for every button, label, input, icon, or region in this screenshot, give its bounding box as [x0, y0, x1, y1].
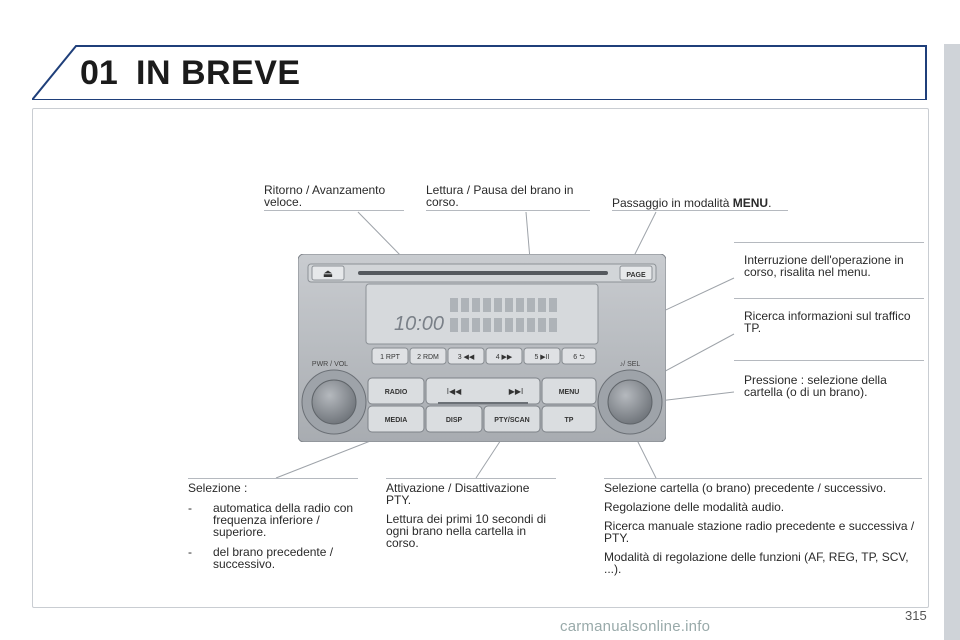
page-title: IN BREVE: [136, 54, 301, 92]
callout-rewind-forward: Ritorno / Avanzamento veloce.: [264, 183, 386, 209]
header-bar: [32, 45, 927, 100]
pty-scan-label: PTY/SCAN: [494, 417, 529, 424]
callout-traffic: Ricerca informazioni sul traffico TP.: [744, 309, 911, 335]
callout-overline: [386, 478, 556, 479]
preset-1-button[interactable]: [371, 347, 409, 365]
page-button[interactable]: [619, 265, 653, 281]
pwr-vol-label: PWR / VOL: [312, 361, 348, 368]
preset-5-button[interactable]: [523, 347, 561, 365]
previous-icon: I◀◀: [447, 387, 462, 396]
callout-selection: Selezione : -automatica della radio con …: [188, 482, 358, 570]
display-segments: [450, 298, 557, 332]
preset-4-label: 4 ▶▶: [496, 354, 513, 361]
list-item: -del brano precedente / successivo.: [188, 545, 334, 571]
menu-label: MENU: [559, 389, 580, 396]
preset-2-label: 2 RDM: [417, 354, 439, 361]
tp-label: TP: [565, 417, 574, 424]
next-icon: ▶▶I: [509, 387, 524, 396]
callout-underline: [612, 210, 788, 211]
preset-3-button[interactable]: [447, 347, 485, 365]
preset-6-label: 6 ⮌: [573, 353, 585, 361]
pwr-vol-knob[interactable]: [311, 379, 357, 425]
bottom-right-line-3: Ricerca manuale stazione radio precedent…: [604, 519, 915, 545]
callout-overline: [734, 360, 924, 361]
eject-button[interactable]: [311, 265, 345, 281]
menu-mode-text: Passaggio in modalità: [612, 196, 733, 210]
callout-underline: [426, 210, 590, 211]
display-clock: 10:00: [394, 313, 444, 335]
tp-button[interactable]: [541, 405, 597, 433]
callout-overline: [734, 242, 924, 243]
page-label: PAGE: [626, 272, 646, 279]
disp-label: DISP: [446, 417, 463, 424]
radio-label: RADIO: [385, 389, 408, 396]
cd-slot: [358, 271, 608, 275]
page-edge-strip: [944, 44, 960, 640]
media-button[interactable]: [367, 405, 425, 433]
section-number: 01: [80, 54, 118, 92]
preset-2-button[interactable]: [409, 347, 447, 365]
radio-unit: ⏏ PAGE 10:00 1 RPT 2 RDM 3 ◀◀ 4 ▶▶ 5 ▶II…: [298, 254, 666, 442]
callout-play-pause: Lettura / Pausa del brano in corso.: [426, 183, 574, 209]
preset-1-label: 1 RPT: [380, 354, 401, 361]
sel-knob[interactable]: [607, 379, 653, 425]
selection-title: Selezione :: [188, 481, 248, 495]
eject-icon: ⏏: [323, 268, 333, 280]
bottom-right-line-4: Modalità di regolazione delle funzioni (…: [604, 550, 909, 576]
preset-5-label: 5 ▶II: [534, 354, 549, 361]
callout-overline: [734, 298, 924, 299]
callout-overline: [188, 478, 358, 479]
sel-label: ♪/ SEL: [620, 361, 641, 368]
callout-bottom-right: Selezione cartella (o brano) precedente …: [604, 482, 922, 582]
bottom-right-line-2: Regolazione delle modalità audio.: [604, 500, 785, 514]
media-label: MEDIA: [385, 417, 408, 424]
activation-title: Attivazione / Disattivazione PTY.: [386, 481, 530, 507]
preset-4-button[interactable]: [485, 347, 523, 365]
callout-menu-mode: Passaggio in modalità MENU.: [612, 197, 812, 209]
callout-overline: [604, 478, 922, 479]
disp-button[interactable]: [425, 405, 483, 433]
selection-item-track: del brano precedente / successivo.: [213, 545, 334, 571]
page-number: 315: [905, 608, 927, 623]
callout-underline: [264, 210, 404, 211]
callout-press-select: Pressione : selezione della cartella (o …: [744, 373, 887, 399]
preset-6-button[interactable]: [561, 347, 597, 365]
radio-button[interactable]: [367, 377, 425, 405]
preset-buttons: 1 RPT 2 RDM 3 ◀◀ 4 ▶▶ 5 ▶II 6 ⮌: [371, 347, 597, 365]
callout-interrupt: Interruzione dell'operazione in corso, r…: [744, 253, 904, 279]
menu-mode-suffix: .: [768, 196, 772, 210]
watermark: carmanualsonline.info: [560, 618, 711, 635]
preset-3-label: 3 ◀◀: [458, 354, 475, 361]
menu-button[interactable]: [541, 377, 597, 405]
callout-activation: Attivazione / Disattivazione PTY. Lettur…: [386, 482, 554, 556]
list-item: -automatica della radio con frequenza in…: [188, 501, 354, 539]
bottom-right-line-1: Selezione cartella (o brano) precedente …: [604, 481, 887, 495]
selection-item-auto: automatica della radio con frequenza inf…: [213, 501, 354, 539]
pty-scan-button[interactable]: [483, 405, 541, 433]
menu-mode-bold: MENU: [732, 196, 769, 210]
activation-desc: Lettura dei primi 10 secondi di ogni bra…: [386, 512, 547, 550]
